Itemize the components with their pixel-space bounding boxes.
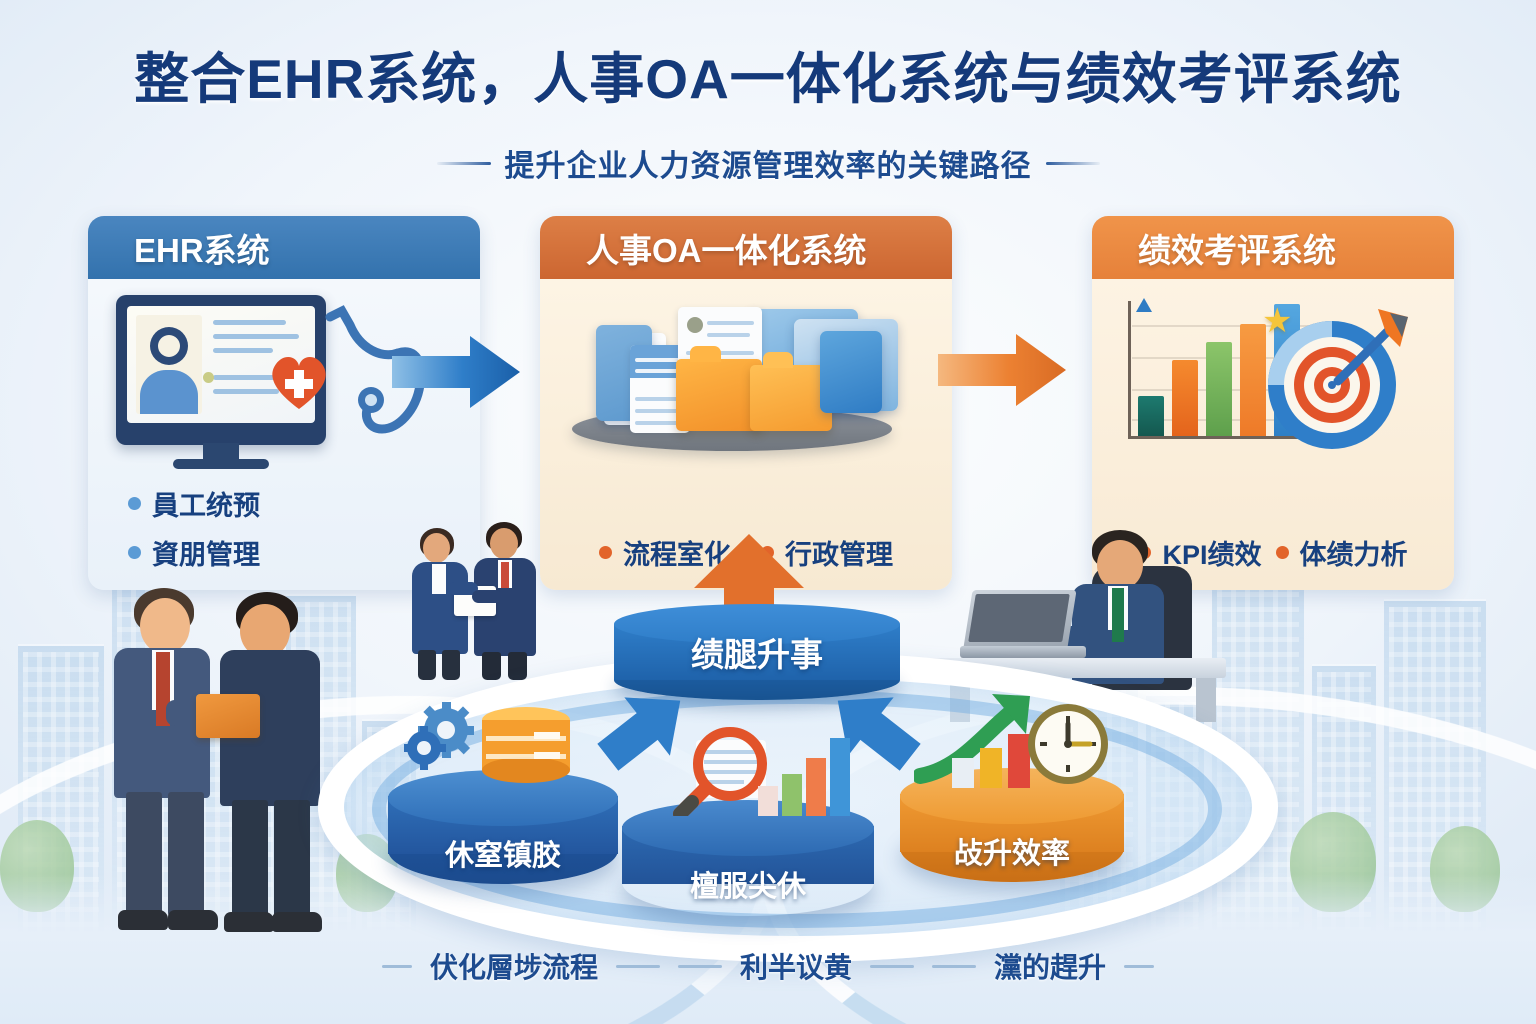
panel-oa-title: 人事OA一体化系统 — [540, 216, 952, 279]
chart-bar — [1206, 342, 1232, 436]
star-icon: ★ — [1262, 302, 1293, 340]
panel-ehr-system[interactable]: EHR系统 — [88, 216, 480, 590]
pedestal-left-label: 休窒镇胶 — [444, 840, 561, 872]
bullet-dot-icon — [128, 497, 141, 510]
bullet-label: KPI绩效 — [1162, 540, 1262, 570]
two-businessmen-handshake — [112, 588, 332, 936]
panel-ehr-bullets: 員工统预 資朋管理 — [88, 484, 480, 572]
caption-dash — [677, 964, 722, 968]
caption-dash — [1124, 964, 1155, 968]
dart-arrow-icon — [1328, 303, 1414, 389]
arrow-up-orange-icon — [694, 534, 804, 638]
panel-kpi-system[interactable]: 绩效考评系统 ★ — [1092, 216, 1454, 590]
page-title: 整合EHR系统，人事OA一体化系统与绩效考评系统 — [134, 48, 1402, 110]
bar-chart-target-icon: ★ — [1114, 295, 1408, 455]
caption-dash — [870, 964, 914, 968]
arrow-right-blue-icon — [392, 332, 520, 412]
list-item: 資朋管理 — [128, 533, 454, 572]
pedestal-middle-label: 檀服尖休 — [689, 871, 806, 903]
magnifier-chart-icon — [646, 720, 852, 821]
list-item: 員工统预 — [128, 484, 454, 523]
pedestal-right[interactable]: 敁升效率 — [900, 694, 1124, 890]
panel-kpi-bullets: KPI绩效 体绩力析 — [1092, 533, 1454, 572]
subtitle-dash-left — [436, 161, 491, 165]
office-worker-at-laptop — [926, 520, 1230, 722]
pedestal-left[interactable]: 休窒镇胶 — [388, 702, 618, 892]
arrow-to-center-right-icon — [814, 670, 935, 788]
bottom-captions: 伏化層埗流程 利半议黄 灙的趕升 — [0, 946, 1536, 986]
caption-3: 灙的趕升 — [994, 952, 1107, 983]
documents-folders-icon — [568, 293, 898, 451]
medical-cross-heart-icon — [268, 353, 330, 411]
subtitle-dash-right — [1045, 161, 1100, 165]
bullet-label: 行政管理 — [785, 540, 893, 570]
bullet-label: 体绩力析 — [1299, 540, 1408, 570]
gears-database-icon — [402, 696, 604, 790]
caption-dash — [381, 964, 412, 968]
arrow-right-orange-icon — [938, 330, 1066, 410]
bullet-dot-icon — [1275, 546, 1289, 559]
subtitle-row: 提升企业人力资源管理效率的关键路径 — [0, 141, 1536, 185]
center-goal-capsule[interactable]: 绩腿升事 — [614, 604, 900, 700]
stethoscope-icon — [312, 303, 442, 463]
panel-ehr-body: 員工统预 資朋管理 — [88, 279, 480, 590]
panel-kpi-body: ★ — [1092, 279, 1454, 590]
bullet-dot-icon — [599, 546, 612, 559]
bullet-label: 流程室化 — [623, 540, 731, 570]
list-item: 体绩力析 — [1275, 533, 1408, 572]
center-goal-label: 绩腿升事 — [691, 636, 823, 673]
growth-arrow-clock-icon — [912, 692, 1110, 788]
monitor-employee-record-icon — [116, 295, 426, 469]
caption-1: 伏化層埗流程 — [429, 952, 598, 983]
pedestal-middle[interactable]: 檀服尖休 — [622, 727, 874, 924]
chart-bar — [1138, 396, 1164, 436]
caption-dash — [615, 964, 660, 968]
chart-bar — [1240, 324, 1266, 436]
two-hr-staff-reviewing-document — [412, 520, 572, 680]
arrow-to-center-left-icon — [584, 670, 705, 788]
bullet-label: 資朋管理 — [152, 540, 260, 570]
pedestal-right-label: 敁升效率 — [953, 838, 1070, 870]
panel-oa-bullets: 流程室化 行政管理 — [540, 533, 952, 572]
bullet-label: 員工统预 — [152, 491, 260, 521]
list-item: 流程室化 — [599, 533, 731, 572]
panel-kpi-title: 绩效考评系统 — [1092, 216, 1454, 279]
page-subtitle: 提升企业人力资源管理效率的关键路径 — [504, 150, 1032, 183]
bullet-dot-icon — [128, 546, 141, 559]
caption-2: 利半议黄 — [739, 952, 852, 983]
chart-bar — [1172, 360, 1198, 436]
caption-dash — [932, 964, 976, 968]
panel-ehr-title: EHR系统 — [88, 216, 480, 279]
